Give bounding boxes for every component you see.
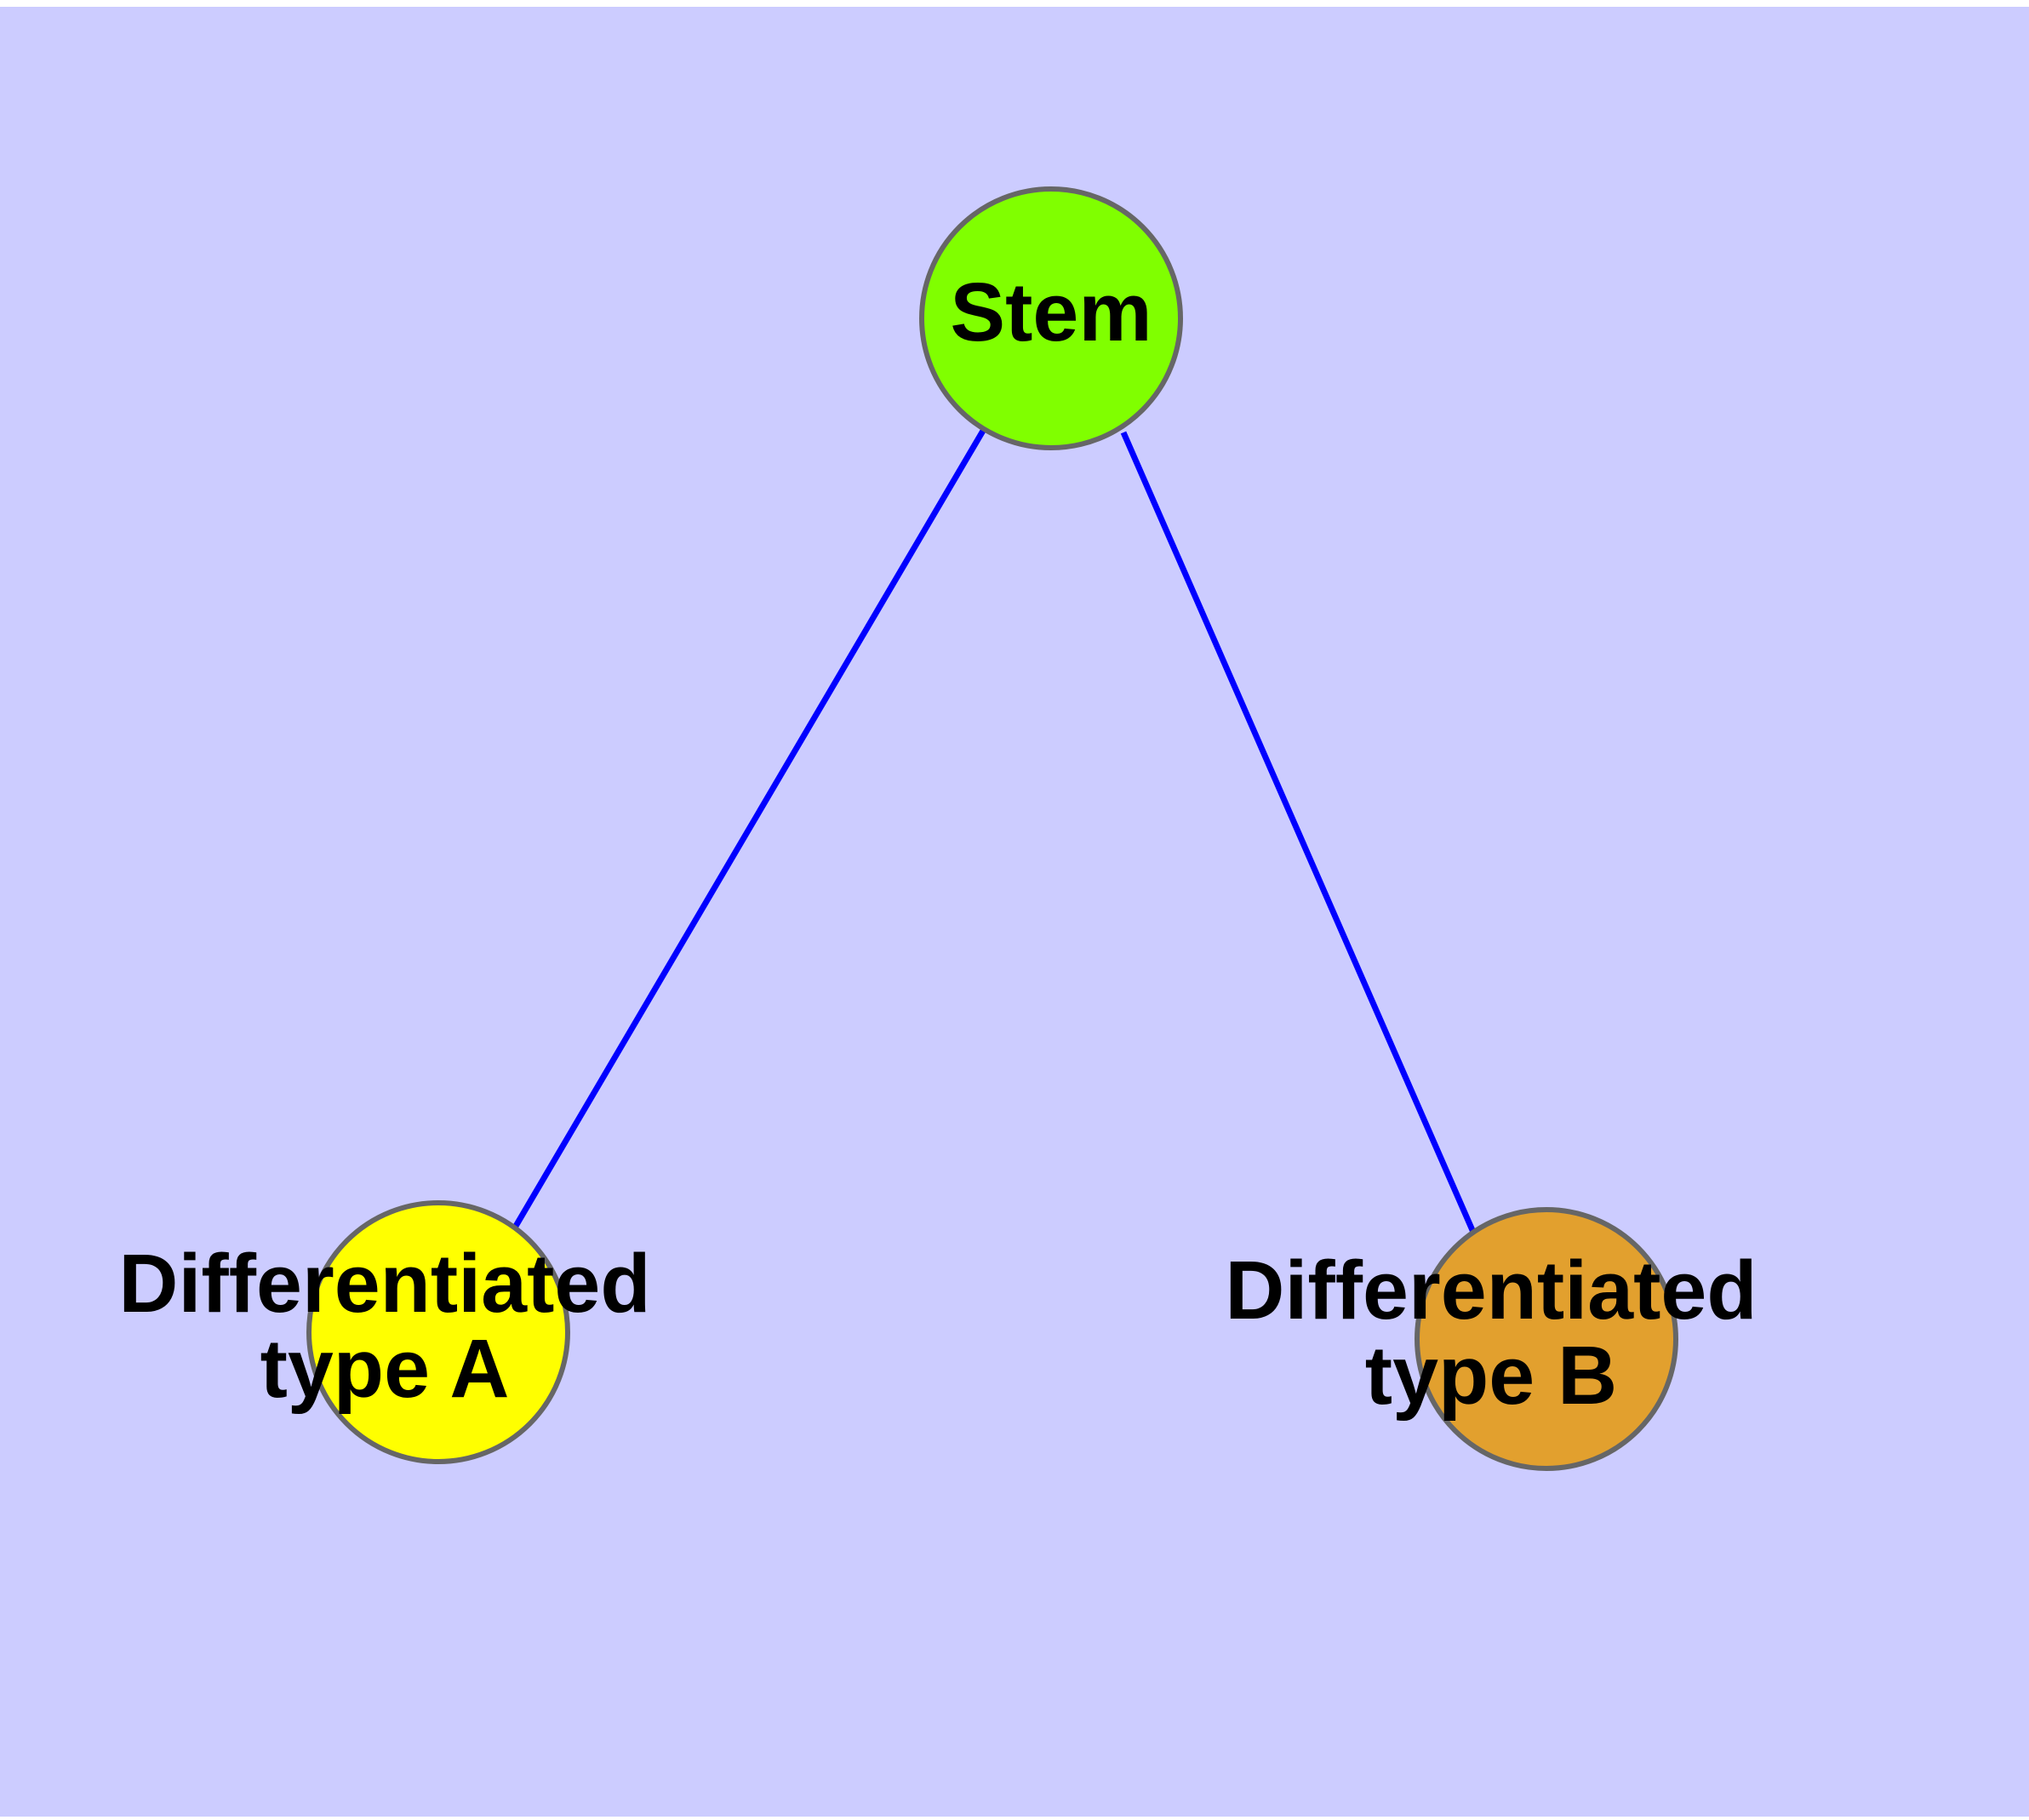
node-label-line: Stem xyxy=(950,266,1152,358)
node-circle-diff-b[interactable] xyxy=(1415,1207,1678,1471)
edges-layer xyxy=(512,429,1478,1238)
node-label-line: Differentiated xyxy=(118,1237,650,1330)
nodes-layer xyxy=(306,186,1678,1471)
node-circle-diff-a[interactable] xyxy=(306,1200,570,1464)
node-diff-b[interactable] xyxy=(1415,1207,1678,1471)
node-label-line: Differentiated xyxy=(1225,1244,1757,1336)
node-stem[interactable] xyxy=(919,186,1183,450)
node-label-line: type A xyxy=(260,1322,510,1415)
node-label-stem: Stem xyxy=(950,266,1152,358)
edge-stem-to-diff-a[interactable] xyxy=(512,429,986,1229)
edge-stem-to-diff-b[interactable] xyxy=(1120,431,1478,1238)
node-circle-stem[interactable] xyxy=(919,186,1183,450)
node-label-line: type B xyxy=(1365,1329,1617,1422)
node-diff-a[interactable] xyxy=(306,1200,570,1464)
